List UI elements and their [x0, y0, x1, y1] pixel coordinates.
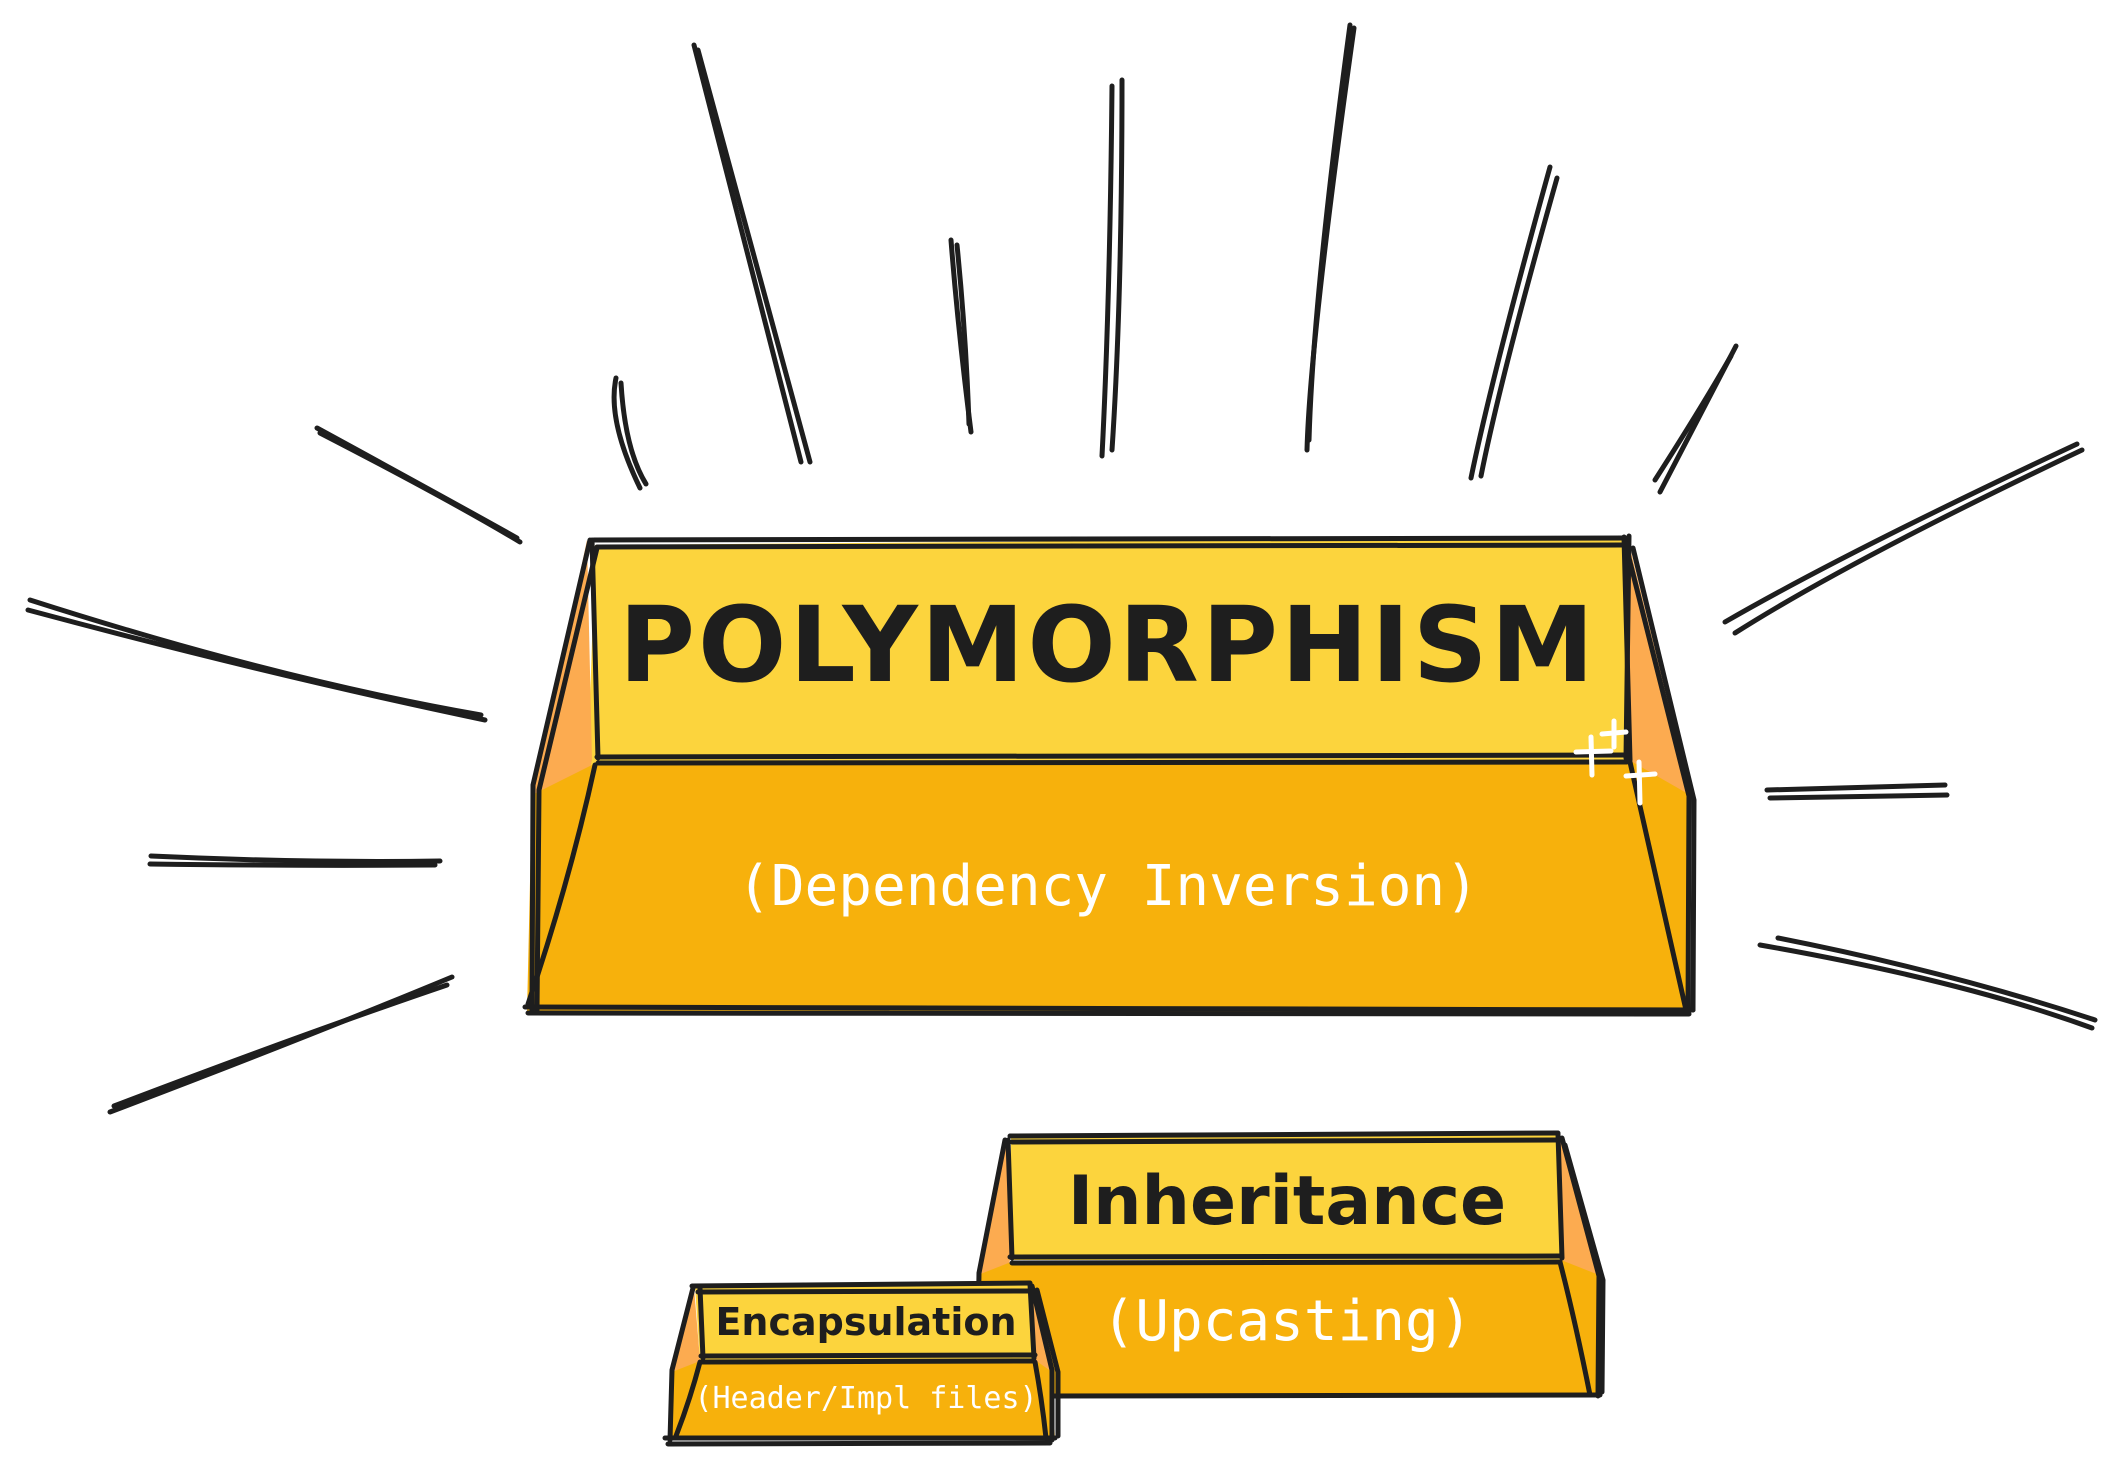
bar-front-face — [975, 1260, 1599, 1395]
sparkle-icon — [1573, 718, 1658, 806]
encapsulation-subtitle: (Header/Impl files) — [694, 1381, 1037, 1416]
encapsulation-title: Encapsulation — [715, 1300, 1016, 1344]
bar-outline — [974, 1130, 1606, 1399]
bar-top-face — [1011, 1135, 1561, 1260]
bar-front-face — [527, 760, 1690, 1012]
gold-bar-encapsulation: Encapsulation (Header/Impl files) — [662, 1280, 1061, 1447]
gold-bar-polymorphism: POLYMORPHISM (Dependency Inversion) — [522, 533, 1697, 1017]
bar-front-face — [668, 1360, 1055, 1440]
inheritance-title: Inheritance — [1068, 1162, 1506, 1241]
gold-bar-inheritance: Inheritance (Upcasting) — [974, 1130, 1606, 1399]
shine-rays — [25, 22, 2098, 1115]
bar-outline — [522, 533, 1697, 1017]
bar-outline — [662, 1280, 1061, 1447]
inheritance-subtitle: (Upcasting) — [1102, 1289, 1473, 1354]
bar-top-face — [695, 1284, 1035, 1360]
polymorphism-title: POLYMORPHISM — [619, 584, 1597, 706]
bar-top-face — [587, 537, 1631, 800]
polymorphism-subtitle: (Dependency Inversion) — [737, 854, 1479, 919]
